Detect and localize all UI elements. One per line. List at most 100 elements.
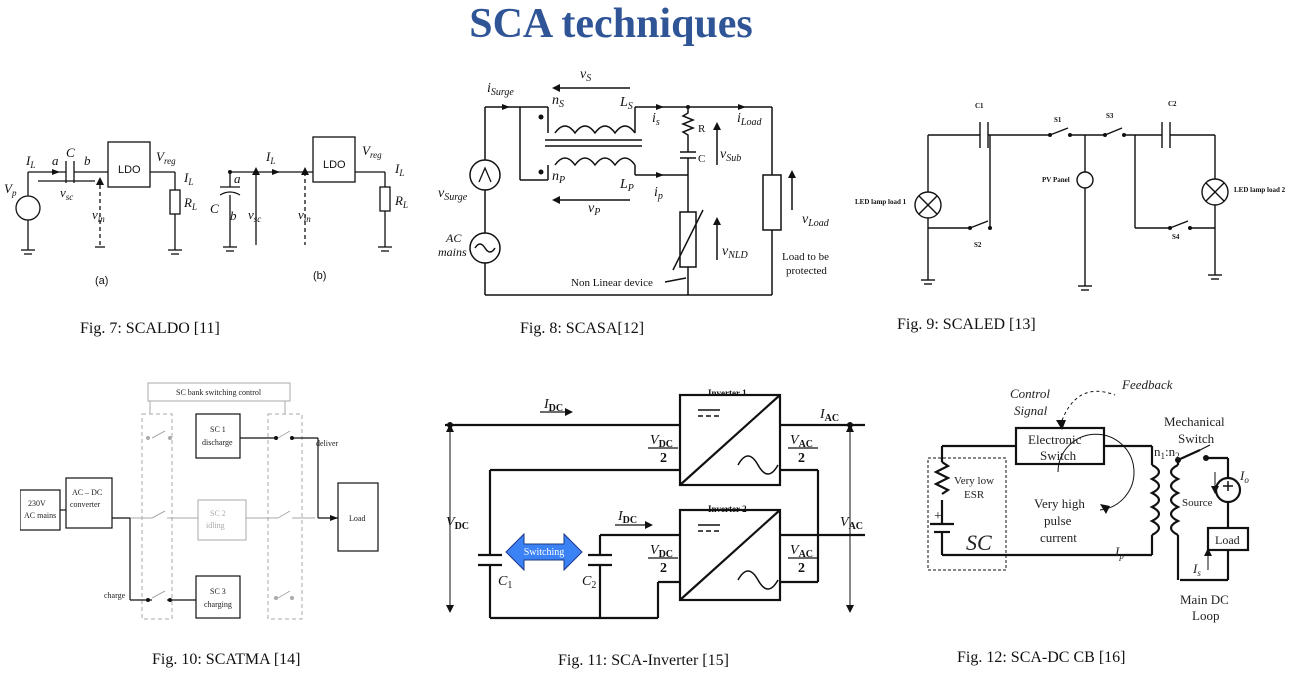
fig7-sublabel-a: (a) <box>95 275 108 287</box>
fig8-vsub-label: vSub <box>720 147 741 164</box>
fig11-c1-label: C1 <box>498 574 512 591</box>
fig9-led1-label: LED lamp load 1 <box>855 198 907 206</box>
fig8-iload-label: iLoad <box>737 111 762 128</box>
fig11-vdc-label-2: VDC <box>650 543 673 560</box>
fig8-mains-label: mains <box>438 245 467 259</box>
fig11-vac-total-label: VAC <box>840 515 863 532</box>
fig8-ns-label: nS <box>552 93 564 110</box>
fig8-ac-label: AC <box>445 231 462 245</box>
fig11-idc-label-2: IDC <box>617 509 637 526</box>
fig11-vdc-denom-2: 2 <box>660 561 667 576</box>
fig12-sc-label: SC <box>966 530 992 555</box>
fig9-caption: Fig. 9: SCALED [13] <box>897 316 1036 333</box>
fig7-il-label-b: IL <box>265 149 275 166</box>
fig9-s2-label: S2 <box>974 241 982 249</box>
fig12-load-label: Load <box>1215 533 1240 547</box>
fig10-load-label: Load <box>349 514 365 523</box>
fig9-s4-label: S4 <box>1172 233 1180 241</box>
fig10-control-label: SC bank switching control <box>176 388 262 397</box>
fig12-loop-label-2: Loop <box>1192 608 1219 623</box>
fig7-vsc-label-b: vsc <box>248 207 261 224</box>
fig10-sc2-label-1: SC 2 <box>210 509 226 518</box>
fig10-sc2-label-2: idling <box>206 521 225 530</box>
fig7-c-label-b: C <box>210 201 219 216</box>
fig10-mains-label-1: 230V <box>28 499 46 508</box>
fig11-inv2-label: Inverter 2 <box>708 504 747 514</box>
fig12-control-label-2: Signal <box>1014 403 1048 418</box>
fig7-il-label-out-a: IL <box>183 170 193 187</box>
fig11-diagram: Switching Inverter 1 Inverter 2 IDC IDC … <box>445 388 865 620</box>
fig12-esr-label-2: ESR <box>964 489 985 501</box>
fig12-control-label-1: Control <box>1010 386 1050 401</box>
fig8-nonlinear-label: Non Linear device <box>571 277 653 289</box>
fig8-load-label-1: Load to be <box>782 251 829 263</box>
fig8-caption: Fig. 8: SCASA[12] <box>520 320 645 337</box>
fig7-vin-label: vin <box>92 207 105 224</box>
fig9-s3-label: S3 <box>1106 112 1114 120</box>
fig8-diagram: iSurge vS nS LS is iLoad R C vSub nP LP … <box>438 67 830 296</box>
fig12-vh-label-2: pulse <box>1044 513 1072 528</box>
fig12-plus-icon: + <box>934 509 942 524</box>
fig11-vdc-denom-1: 2 <box>660 451 667 466</box>
fig11-switching-label: Switching <box>524 547 565 558</box>
fig8-ls-label: LS <box>619 95 633 112</box>
fig7-a-label-b: a <box>234 171 241 186</box>
fig8-vnld-label: vNLD <box>722 244 748 261</box>
fig10-sc1-label-2: discharge <box>202 438 233 447</box>
fig10-sc3-label-1: SC 3 <box>210 587 226 596</box>
fig9-led2-label: LED lamp load 2 <box>1234 186 1286 194</box>
fig7-rl-label: RL <box>183 195 197 212</box>
fig11-vdc-total-label: VDC <box>446 515 469 532</box>
fig9-c1-label: C1 <box>975 102 984 110</box>
fig11-vac-denom-1: 2 <box>798 451 805 466</box>
fig12-loop-label-1: Main DC <box>1180 592 1229 607</box>
fig8-ip-label: ip <box>654 185 663 202</box>
fig11-c2-label: C2 <box>582 574 596 591</box>
fig11-iac-label: IAC <box>819 407 839 424</box>
fig12-caption: Fig. 12: SCA-DC CB [16] <box>957 649 1126 666</box>
fig7-diagram: LDO LDO Vp IL IL IL IL C C a a b b vsc v… <box>4 136 408 287</box>
fig10-caption: Fig. 10: SCATMA [14] <box>152 651 301 668</box>
fig12-ip-label: Ip <box>1114 544 1124 561</box>
fig11-idc-label: IDC <box>543 397 563 414</box>
fig7-vreg-label-b: Vreg <box>362 143 382 160</box>
page-title: SCA techniques <box>469 1 753 47</box>
fig7-a-label: a <box>52 153 59 168</box>
fig7-b-label: b <box>84 153 91 168</box>
fig11-vac-label-2: VAC <box>790 543 813 560</box>
fig7-caption: Fig. 7: SCALDO [11] <box>80 320 220 337</box>
fig7-ldo-label-a: LDO <box>118 164 141 176</box>
fig8-vs-label: vS <box>580 67 591 84</box>
fig12-turns-ratio: n1:n2 <box>1154 444 1180 461</box>
fig7-b-label-b: b <box>230 208 237 223</box>
fig12-esr-label-1: Very low <box>954 475 994 487</box>
fig7-ldo-label-b: LDO <box>323 159 346 171</box>
fig10-deliver-label: deliver <box>316 439 339 448</box>
fig8-lp-label: LP <box>619 177 634 194</box>
fig8-c-label: C <box>698 153 705 165</box>
fig7-il-label-out: IL <box>394 161 404 178</box>
fig12-io-label: Io <box>1239 468 1249 485</box>
fig7-rl-label-b: RL <box>394 193 408 210</box>
fig11-vac-denom-2: 2 <box>798 561 805 576</box>
fig12-ms-label-1: Mechanical <box>1164 414 1225 429</box>
fig10-mains-label-2: AC mains <box>24 511 56 520</box>
fig12-diagram: + Control Signal Feedback Electronic Swi… <box>927 377 1249 623</box>
fig7-il-label-a: IL <box>25 153 35 170</box>
fig8-np-label: nP <box>552 169 565 186</box>
fig10-conv-label-1: AC – DC <box>72 488 102 497</box>
fig9-s1-label: S1 <box>1054 116 1062 124</box>
fig11-vdc-label-1: VDC <box>650 433 673 450</box>
fig7-vp-label: Vp <box>4 181 17 198</box>
fig9-pv-label: PV Panel <box>1042 176 1070 184</box>
fig7-c-label: C <box>66 145 75 160</box>
fig7-sublabel-b: (b) <box>313 270 326 282</box>
fig11-vac-label-1: VAC <box>790 433 813 450</box>
fig11-caption: Fig. 11: SCA-Inverter [15] <box>558 652 729 669</box>
fig9-c2-label: C2 <box>1168 100 1177 108</box>
fig12-es-label-2: Switch <box>1040 448 1077 463</box>
fig10-sc1-label-1: SC 1 <box>210 425 226 434</box>
fig8-vload-label: vLoad <box>802 212 830 229</box>
fig10-diagram: SC bank switching control 230V AC mains … <box>20 382 379 620</box>
fig12-is-label: Is <box>1192 561 1201 578</box>
